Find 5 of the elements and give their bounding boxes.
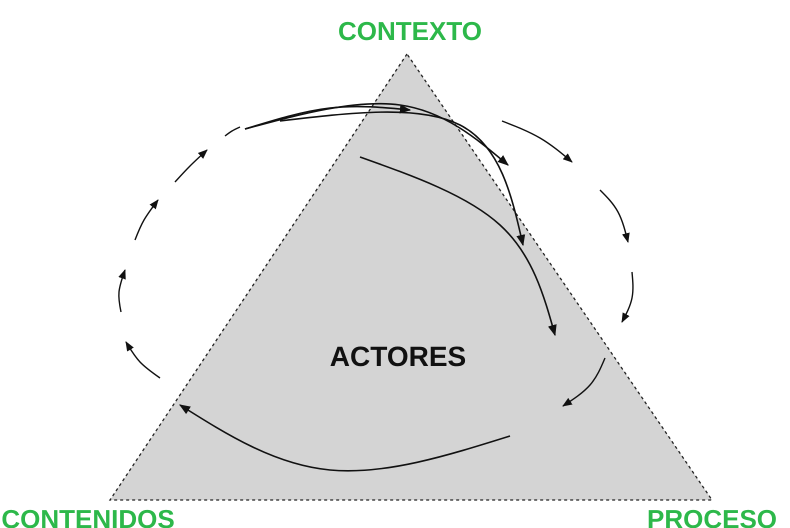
center-label: ACTORES xyxy=(330,343,466,371)
corner-label: PROCESO xyxy=(646,506,778,528)
corner-label: CONTENIDOS xyxy=(1,506,175,528)
corner-label: CONTEXTO xyxy=(338,18,482,44)
triangle-shape xyxy=(108,52,714,501)
